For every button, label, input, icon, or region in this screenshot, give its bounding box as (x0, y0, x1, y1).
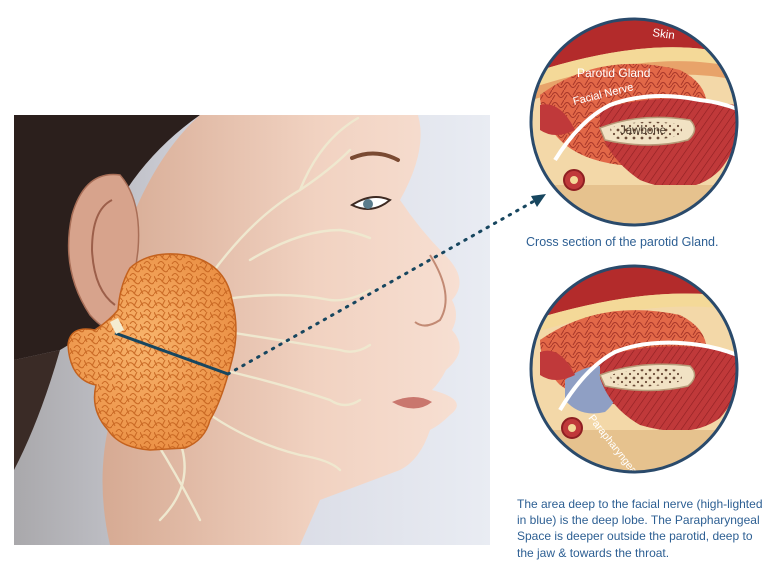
top-inset-cross-section: Skin Parotid Gland Facial Nerve Jawbone (529, 17, 739, 227)
top-inset-caption: Cross section of the parotid Gland. (526, 235, 718, 249)
face-illustration (14, 115, 490, 545)
lips (392, 397, 432, 409)
parotid-gland-label: Parotid Gland (577, 66, 650, 80)
bottom-inset-cross-section: Parapharyngeal Space (529, 264, 739, 474)
jawbone-label: Jawbone (620, 125, 666, 137)
section-cut-line (114, 331, 229, 376)
nose (414, 254, 447, 327)
eyebrow (350, 151, 400, 162)
bottom-inset-caption: The area deep to the facial nerve (high-… (517, 497, 763, 560)
skin-label: Skin (652, 27, 676, 42)
parotid-gland (67, 253, 237, 451)
facial-nerve-branches (153, 116, 372, 522)
dotted-arrow-icon (226, 194, 546, 376)
